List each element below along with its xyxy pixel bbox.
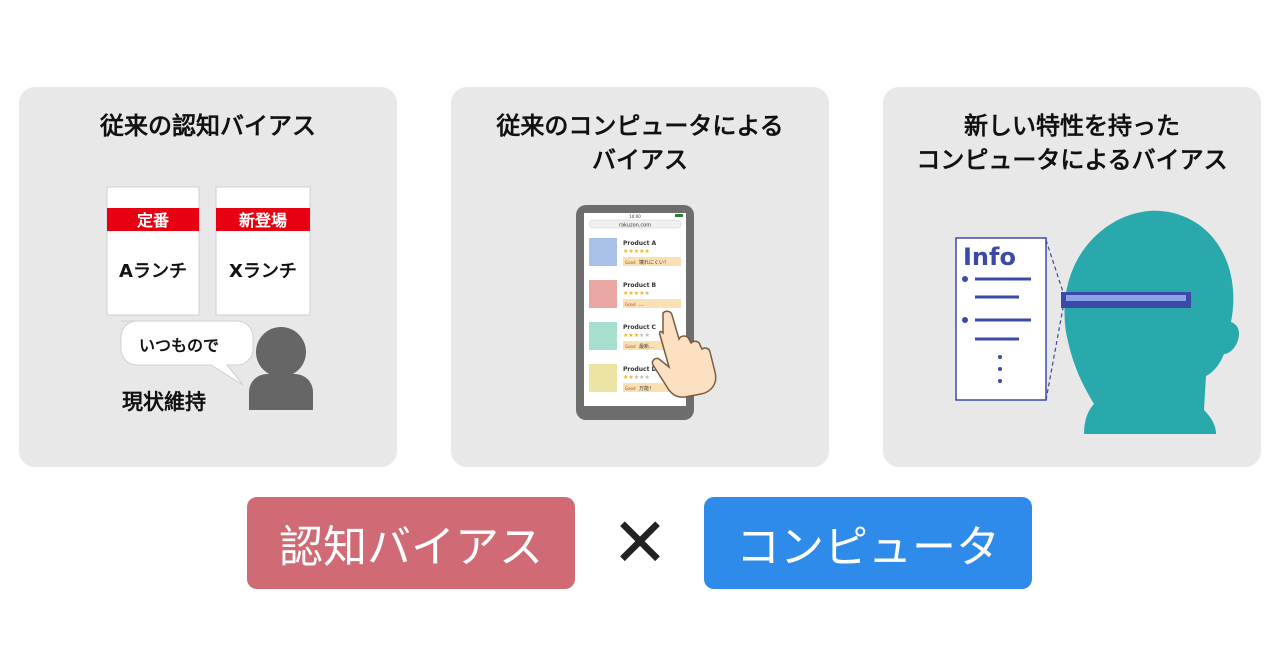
card-a-label: Aランチ bbox=[119, 261, 187, 282]
bullet-icon bbox=[962, 276, 968, 282]
hand-pointer-icon bbox=[651, 310, 717, 398]
speech-bubble bbox=[120, 320, 254, 386]
status-quo-caption: 現状維持 bbox=[122, 390, 206, 414]
product-a-thumb bbox=[589, 238, 617, 266]
product-b-note: … bbox=[639, 302, 644, 308]
info-label: Info bbox=[963, 243, 1016, 271]
projection-line bbox=[1045, 239, 1064, 293]
panel-title-line2: バイアス bbox=[592, 146, 688, 174]
card-a-tag-bg bbox=[107, 208, 199, 231]
panel-new-computer-bias: 新しい特性を持った コンピュータによるバイアス Info bbox=[883, 87, 1261, 467]
product-c-thumb bbox=[589, 322, 617, 350]
smart-glasses-lens bbox=[1066, 295, 1186, 301]
status-time: 10:00 bbox=[629, 214, 641, 219]
url-bar[interactable] bbox=[588, 219, 682, 229]
card-x bbox=[215, 186, 311, 316]
product-a-badge bbox=[623, 257, 681, 266]
product-d-thumb bbox=[589, 364, 617, 392]
head-silhouette-icon bbox=[1064, 210, 1240, 434]
product-b-name: Product B bbox=[623, 282, 657, 289]
product-a-badge-label: Good bbox=[625, 260, 636, 265]
product-c-badge-label: Good bbox=[625, 344, 636, 349]
panel-title: 従来のコンピュータによる バイアス bbox=[451, 109, 829, 177]
product-b-stars: ★★★★★ bbox=[623, 290, 650, 297]
product-d-stars: ★★★★★ bbox=[623, 374, 650, 381]
speech-text: いつもので bbox=[139, 336, 219, 355]
panel-title-line2: コンピュータによるバイアス bbox=[916, 146, 1228, 174]
card-a bbox=[106, 186, 200, 316]
cognitive-bias-illustration: 定番 Aランチ 新登場 Xランチ いつもので 現状維持 bbox=[106, 186, 313, 414]
card-x-tag-bg bbox=[216, 208, 310, 231]
product-d-badge bbox=[623, 383, 681, 392]
product-b-badge bbox=[623, 299, 681, 308]
computer-box: コンピュータ bbox=[704, 497, 1032, 589]
panel-title: 従来の認知バイアス bbox=[19, 109, 397, 143]
bullet-icon bbox=[962, 317, 968, 323]
card-a-tag: 定番 bbox=[136, 211, 170, 230]
ellipsis-dot bbox=[998, 379, 1002, 383]
panel-title-line1: 新しい特性を持った bbox=[964, 112, 1180, 140]
person-icon bbox=[249, 327, 313, 410]
ellipsis-dot bbox=[998, 367, 1002, 371]
product-d-name: Product D bbox=[623, 366, 657, 373]
computer-label: コンピュータ bbox=[736, 522, 1000, 573]
smartphone-illustration: 10:00 rakuzon.com Product A ★★★★★ Good 壊… bbox=[576, 205, 717, 420]
product-c-stars: ★★★★★ bbox=[623, 332, 650, 339]
panel-title-line1: 従来のコンピュータによる bbox=[496, 112, 784, 140]
product-c-name: Product C bbox=[623, 324, 657, 331]
product-b-badge-label: Good bbox=[625, 302, 636, 307]
product-a-note: 壊れにくい！ bbox=[639, 259, 669, 266]
panel-traditional-cognitive-bias: 従来の認知バイアス 定番 Aランチ 新登場 Xランチ いつもので 現状維持 bbox=[19, 87, 397, 467]
product-d-note: 万能！ bbox=[639, 385, 654, 392]
cognitive-bias-box: 認知バイアス bbox=[247, 497, 575, 589]
ellipsis-dot bbox=[998, 355, 1002, 359]
battery-icon bbox=[675, 214, 683, 217]
multiply-icon: ✕ bbox=[611, 503, 669, 583]
ar-head-illustration: Info bbox=[955, 210, 1240, 434]
product-c-badge bbox=[623, 341, 681, 350]
card-x-label: Xランチ bbox=[229, 261, 297, 282]
product-a-stars: ★★★★★ bbox=[623, 248, 650, 255]
panel-title: 新しい特性を持った コンピュータによるバイアス bbox=[883, 109, 1261, 177]
panel-traditional-computer-bias: 従来のコンピュータによる バイアス 10:00 rakuzon.com Prod… bbox=[451, 87, 829, 467]
card-x-tag: 新登場 bbox=[239, 211, 287, 230]
projection-line bbox=[1045, 307, 1064, 401]
product-c-note: 最新… bbox=[639, 343, 654, 350]
product-b-thumb bbox=[589, 280, 617, 308]
cognitive-bias-label: 認知バイアス bbox=[279, 522, 543, 573]
url-text: rakuzon.com bbox=[619, 223, 651, 229]
product-a-name: Product A bbox=[623, 240, 657, 247]
product-d-badge-label: Good bbox=[625, 386, 636, 391]
panel-title-line1: 従来の認知バイアス bbox=[100, 112, 316, 140]
